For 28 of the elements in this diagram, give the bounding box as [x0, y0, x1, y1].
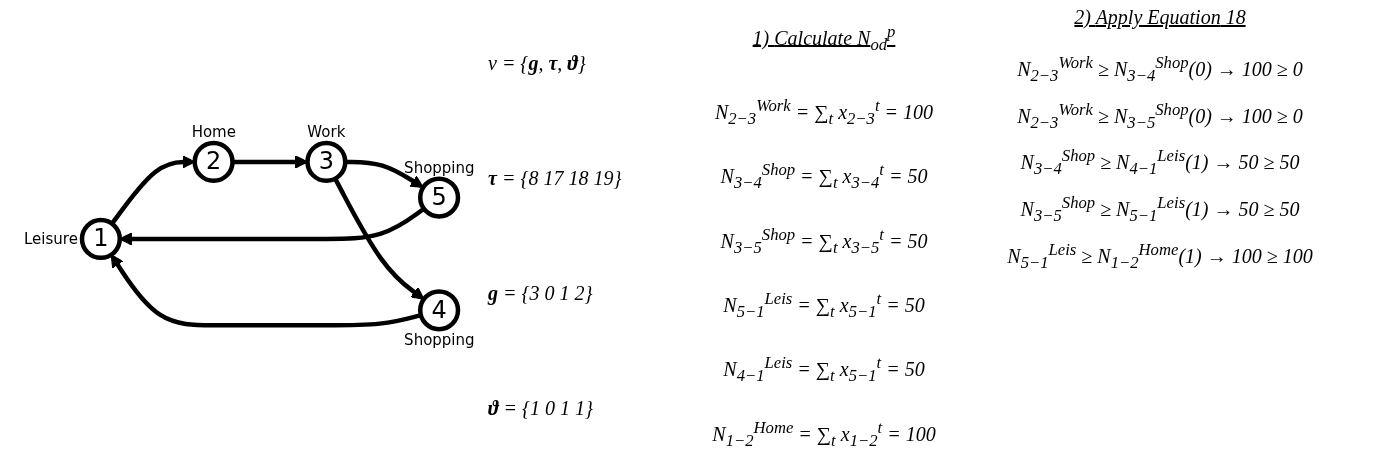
node-caption: Leisure — [24, 229, 78, 248]
equation: N$_{2−3}$$^{Work}$ = ∑$_{t}$ x$_{2−3}$$^{t}$ = 100 — [714, 96, 934, 129]
node-caption: Home — [191, 122, 236, 141]
equation: N$_{2−3}$$^{Work}$ ≥ N$_{3−5}$$^{Shop}$(0) → 100 ≥ 0 — [1017, 99, 1303, 133]
equation: ν = {g, τ, ϑ} — [488, 52, 587, 75]
node-caption: Shopping — [404, 158, 475, 177]
equation: N$_{3−4}$$^{Shop}$ = ∑$_{t}$ x$_{3−4}$$^{t}$ = 50 — [720, 160, 928, 194]
equation: N$_{3−5}$$^{Shop}$ = ∑$_{t}$ x$_{3−5}$$^{t}$ = 50 — [720, 224, 928, 258]
arrow — [110, 254, 422, 328]
node-circle: 1 — [79, 217, 122, 260]
equation: N$_{4−1}$$^{Leis}$ = ∑$_{t}$ x$_{5−1}$$^{t}$ = 50 — [723, 353, 925, 386]
arrow — [110, 155, 196, 225]
equation: N$_{3−4}$$^{Shop}$ ≥ N$_{4−1}$$^{Leis}$(1) → 50 ≥ 50 — [1020, 146, 1300, 179]
equation: ϑ = {1 0 1 1} — [488, 397, 595, 420]
node-caption: Work — [307, 122, 346, 141]
equation: τ = {8 17 18 19} — [488, 167, 623, 190]
equation: N$_{3−5}$$^{Shop}$ ≥ N$_{5−1}$$^{Leis}$(1) → 50 ≥ 50 — [1020, 192, 1300, 226]
equation: N$_{2−3}$$^{Work}$ ≥ N$_{3−4}$$^{Shop}$(0) → 100 ≥ 0 — [1017, 53, 1303, 86]
node-circle: 4 — [418, 289, 461, 332]
node-circle: 5 — [418, 176, 461, 219]
equation: N$_{5−1}$$^{Leis}$ ≥ N$_{1−2}$$^{Home}$(1) → 100 ≥ 100 — [1007, 239, 1313, 273]
node-circle: 3 — [305, 140, 348, 183]
step-heading: 2) Apply Equation 18 — [1074, 6, 1246, 29]
equation: N$_{1−2}$$^{Home}$ = ∑$_{t}$ x$_{1−2}$$^{t}$ = 100 — [712, 417, 936, 451]
node-circle: 2 — [192, 140, 235, 183]
node-caption: Shopping — [404, 331, 475, 350]
equation: g = {3 0 1 2} — [488, 282, 594, 305]
equation: N$_{5−1}$$^{Leis}$ = ∑$_{t}$ x$_{5−1}$$^{t}$ = 50 — [723, 288, 925, 322]
